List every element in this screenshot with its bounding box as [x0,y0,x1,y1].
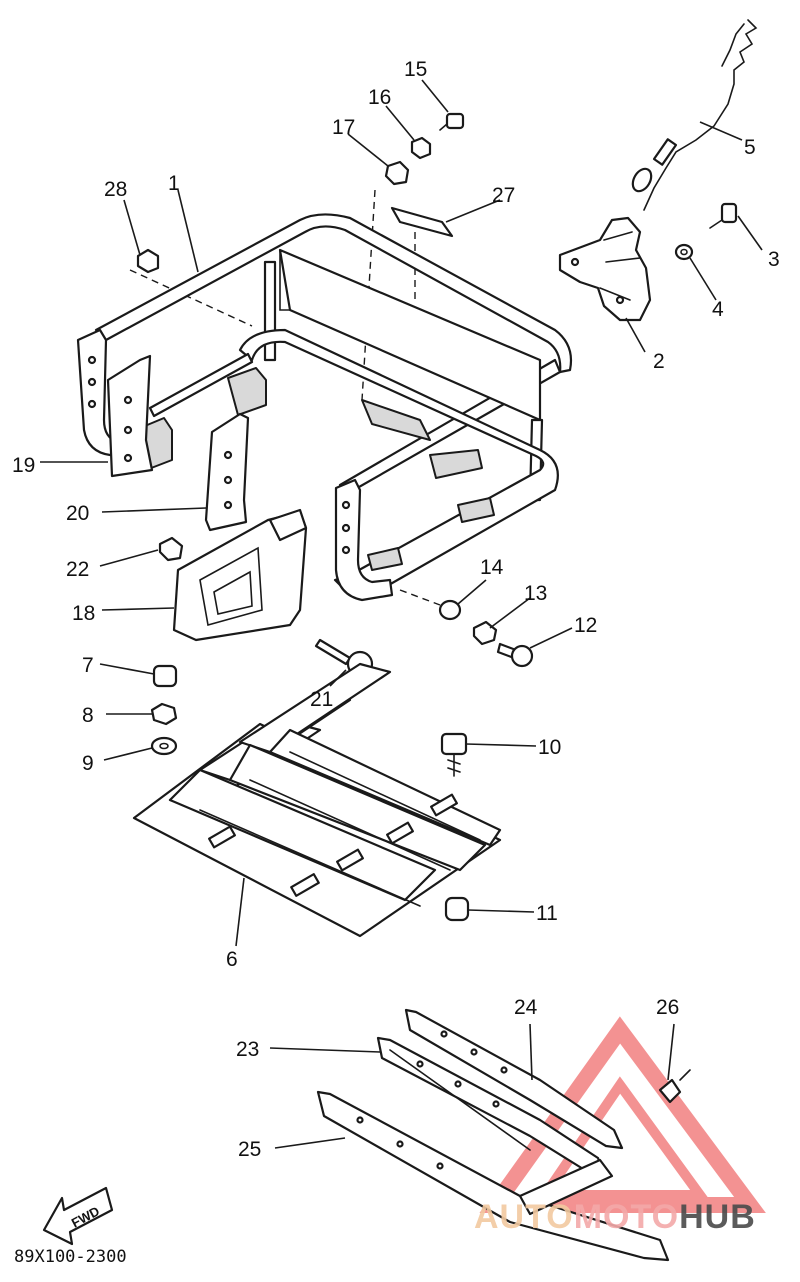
nut-part-11 [444,896,470,922]
forward-arrow-icon: FWD [42,1186,114,1246]
callout-12: 12 [574,614,597,637]
svg-text:AUTOMOTOHUB: AUTOMOTOHUB [474,1198,756,1236]
rivet-part-26 [658,1069,691,1104]
washer-part-4 [674,243,694,261]
callout-16: 16 [368,86,391,109]
callout-1: 1 [168,172,180,195]
nut-part-7 [152,664,178,688]
side-bracket-part-20 [204,412,250,532]
callout-4: 4 [712,298,724,321]
floor-panel-part-6 [132,662,502,938]
seat-frame-part-1 [76,213,573,602]
bolt-part-12 [496,642,534,668]
hinge-bracket-part [558,216,652,322]
callout-23: 23 [236,1038,259,1061]
callout-13: 13 [524,582,547,605]
wire-lead-part [631,19,758,211]
callout-19: 19 [12,454,35,477]
callout-25: 25 [238,1138,261,1161]
callout-5: 5 [744,136,756,159]
nut-part-8 [150,702,178,726]
nut-part-17 [384,160,410,186]
callout-6: 6 [226,948,238,971]
bolt-part-10 [440,732,468,777]
watermark-hub: HUB [679,1198,756,1236]
callout-10: 10 [538,736,561,759]
callout-17: 17 [332,116,355,139]
callout-26: 26 [656,996,679,1019]
nut-part-28 [136,248,160,274]
callout-7: 7 [82,654,94,677]
callout-8: 8 [82,704,94,727]
callout-3: 3 [768,248,780,271]
drawing-code: 89X100-2300 [14,1247,127,1267]
callout-22: 22 [66,558,89,581]
side-bracket-part-19 [106,354,154,478]
watermark-auto: AUTO [474,1198,574,1236]
rail-part-25 [316,1090,670,1262]
callout-2: 2 [653,350,665,373]
callout-11: 11 [536,902,558,925]
washer-part-9 [150,736,178,756]
cover-part-18 [172,508,308,642]
watermark-text: AUTOMOTOHUB [474,1198,756,1236]
callout-9: 9 [82,752,94,775]
pad-part-27 [390,206,454,238]
callout-15: 15 [404,58,427,81]
bolt-part-3 [709,202,738,229]
callout-labels: 1 2 3 4 5 6 7 8 9 10 11 12 13 14 15 16 1… [12,58,780,1161]
callout-14: 14 [480,556,504,579]
nut-part-14 [438,599,462,621]
rail-part-24 [404,1008,624,1150]
nut-part-22 [158,536,184,562]
bolt-part-15 [439,112,465,131]
callout-28: 28 [104,178,127,201]
callout-21: 21 [310,688,333,711]
leader-lines [40,79,763,1149]
nut-part-16 [410,136,432,160]
watermark-moto: MOTO [574,1198,679,1236]
callout-27: 27 [492,184,515,207]
callout-18: 18 [72,602,95,625]
callout-24: 24 [514,996,538,1019]
callout-20: 20 [66,502,89,525]
